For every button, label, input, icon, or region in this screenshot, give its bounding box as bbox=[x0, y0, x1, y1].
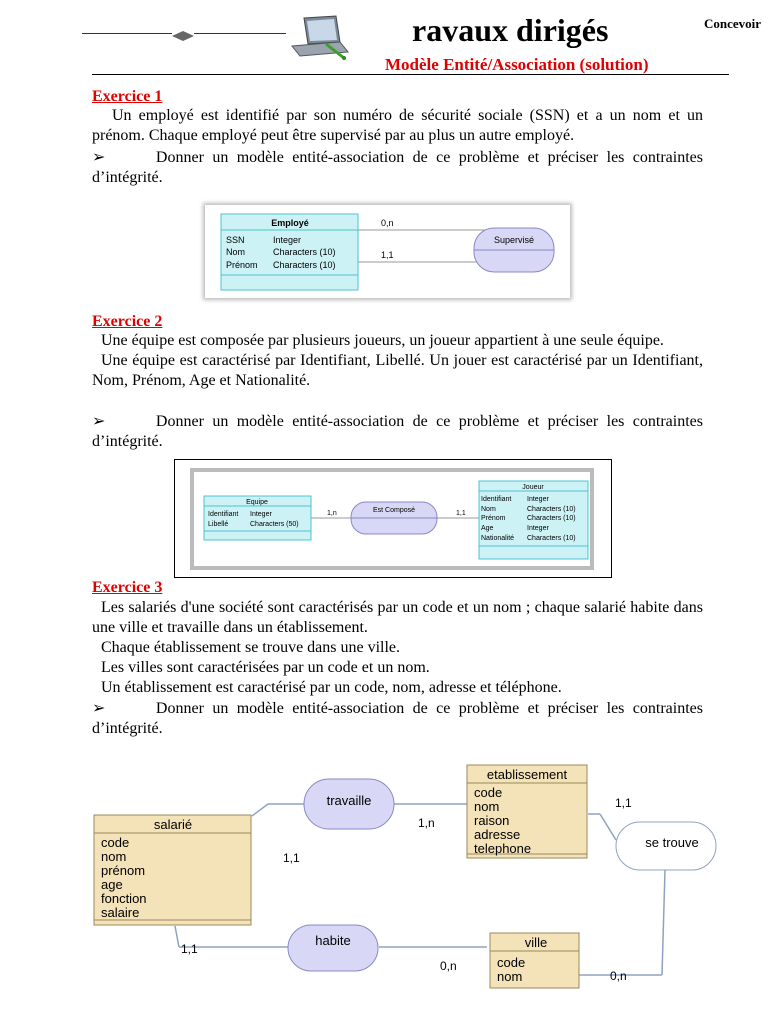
joueur-attr-name: Identifiant bbox=[481, 496, 511, 503]
card-left-label: 1,n bbox=[327, 510, 337, 517]
habite-label: habite bbox=[315, 933, 350, 948]
card-etab-travaille: 1,n bbox=[418, 816, 435, 830]
equipe-entity-name: Equipe bbox=[246, 499, 268, 506]
exercise2-line2: Une équipe est caractérisé par Identifia… bbox=[92, 351, 703, 391]
exercise1-text: Un employé est identifié par son numéro … bbox=[92, 106, 703, 146]
page-title: ravaux dirigés bbox=[412, 12, 608, 49]
header-diamond-icon bbox=[172, 28, 194, 38]
card-salarie-travaille: 1,1 bbox=[283, 851, 300, 865]
exercise3-title: Exercice 3 bbox=[92, 579, 162, 597]
salarie-attr: fonction bbox=[101, 891, 147, 906]
laptop-logo-icon bbox=[286, 14, 352, 60]
etablissement-attr: adresse bbox=[474, 827, 520, 842]
exercise1-diagram: Employé SSN Integer Nom Characters (10) … bbox=[205, 205, 570, 298]
exercise1-title: Exercice 1 bbox=[92, 88, 162, 106]
travaille-label: travaille bbox=[327, 793, 372, 808]
exercise3-line1: Les salariés d'une société sont caractér… bbox=[92, 598, 703, 638]
card-top-label: 0,n bbox=[381, 218, 394, 228]
exercise1-statement: Un employé est identifié par son numéro … bbox=[92, 106, 703, 146]
exercise2-question: Donner un modèle entité-association de c… bbox=[92, 413, 703, 450]
ville-attr: nom bbox=[497, 969, 522, 984]
employe-attr-name: Prénom bbox=[226, 260, 258, 270]
card-salarie-habite: 1,1 bbox=[181, 942, 198, 956]
equipe-attr-type: Integer bbox=[250, 511, 272, 518]
exercise1-bullet: ➢ Donner un modèle entité-association de… bbox=[92, 148, 703, 188]
bullet-arrow-icon: ➢ bbox=[92, 413, 105, 430]
equipe-attr-type: Characters (50) bbox=[250, 521, 299, 528]
header-rule-left bbox=[82, 33, 172, 34]
joueur-attr-type: Integer bbox=[527, 496, 549, 503]
employe-attr-type: Integer bbox=[273, 235, 301, 245]
salarie-attr: nom bbox=[101, 849, 126, 864]
joueur-attr-type: Integer bbox=[527, 525, 549, 532]
ville-entity-name: ville bbox=[525, 935, 547, 950]
employe-attr-type: Characters (10) bbox=[273, 247, 336, 257]
supervise-label: Supervisé bbox=[494, 235, 534, 245]
header-corner-text: Concevoir bbox=[704, 16, 761, 32]
exercise3-line3: Les villes sont caractérisées par un cod… bbox=[92, 658, 703, 678]
card-bottom-label: 1,1 bbox=[381, 250, 394, 260]
etablissement-attr: telephone bbox=[474, 841, 531, 856]
employe-attr-name: SSN bbox=[226, 235, 245, 245]
salarie-entity-name: salarié bbox=[154, 817, 192, 832]
joueur-entity-name: Joueur bbox=[522, 484, 544, 491]
joueur-attr-name: Nationalité bbox=[481, 535, 514, 542]
ville-attr: code bbox=[497, 955, 525, 970]
se-trouve-label: se trouve bbox=[645, 835, 698, 850]
est-compose-label: Est Composé bbox=[373, 507, 415, 514]
salarie-attr: code bbox=[101, 835, 129, 850]
card-ville-habite: 0,n bbox=[440, 959, 457, 973]
exercise2-diagram: Equipe Identifiant Integer Libellé Chara… bbox=[174, 459, 612, 578]
salarie-attr: prénom bbox=[101, 863, 145, 878]
card-etab-setrouve: 1,1 bbox=[615, 796, 632, 810]
exercise3-text: Les salariés d'une société sont caractér… bbox=[92, 598, 703, 698]
equipe-attr-name: Libellé bbox=[208, 521, 228, 528]
joueur-attr-type: Characters (10) bbox=[527, 515, 576, 522]
etablissement-attr: nom bbox=[474, 799, 499, 814]
exercise1-question: Donner un modèle entité-association de c… bbox=[92, 149, 703, 186]
equipe-attr-name: Identifiant bbox=[208, 511, 238, 518]
joueur-attr-type: Characters (10) bbox=[527, 535, 576, 542]
habite-association bbox=[288, 925, 378, 971]
salarie-attr: age bbox=[101, 877, 123, 892]
etablissement-entity-name: etablissement bbox=[487, 767, 568, 782]
card-right-label: 1,1 bbox=[456, 510, 466, 517]
page-subtitle: Modèle Entité/Association (solution) bbox=[385, 55, 649, 75]
salarie-attr: salaire bbox=[101, 905, 139, 920]
employe-attr-type: Characters (10) bbox=[273, 260, 336, 270]
header-rule-bottom bbox=[92, 74, 729, 75]
card-ville-setrouve: 0,n bbox=[610, 969, 627, 983]
joueur-attr-name: Age bbox=[481, 525, 494, 532]
header-rule-mid bbox=[194, 33, 286, 34]
exercise2-line1: Une équipe est composée par plusieurs jo… bbox=[92, 331, 703, 351]
etablissement-attr: code bbox=[474, 785, 502, 800]
joueur-attr-name: Prénom bbox=[481, 515, 506, 522]
joueur-attr-type: Characters (10) bbox=[527, 506, 576, 513]
employe-entity-name: Employé bbox=[271, 218, 309, 228]
exercise3-line2: Chaque établissement se trouve dans une … bbox=[92, 638, 703, 658]
exercise3-bullet: ➢ Donner un modèle entité-association de… bbox=[92, 699, 703, 739]
etablissement-attr: raison bbox=[474, 813, 509, 828]
exercise2-title: Exercice 2 bbox=[92, 313, 162, 331]
bullet-arrow-icon: ➢ bbox=[92, 149, 105, 166]
exercise3-line4: Un établissement est caractérisé par un … bbox=[92, 678, 703, 698]
exercise2-bullet: ➢ Donner un modèle entité-association de… bbox=[92, 412, 703, 452]
exercise3-diagram: salarié code nom prénom age fonction sal… bbox=[90, 760, 758, 1010]
exercise2-text: Une équipe est composée par plusieurs jo… bbox=[92, 331, 703, 391]
joueur-attr-name: Nom bbox=[481, 506, 496, 513]
exercise3-question: Donner un modèle entité-association de c… bbox=[92, 700, 703, 737]
bullet-arrow-icon: ➢ bbox=[92, 700, 105, 717]
employe-attr-name: Nom bbox=[226, 247, 245, 257]
